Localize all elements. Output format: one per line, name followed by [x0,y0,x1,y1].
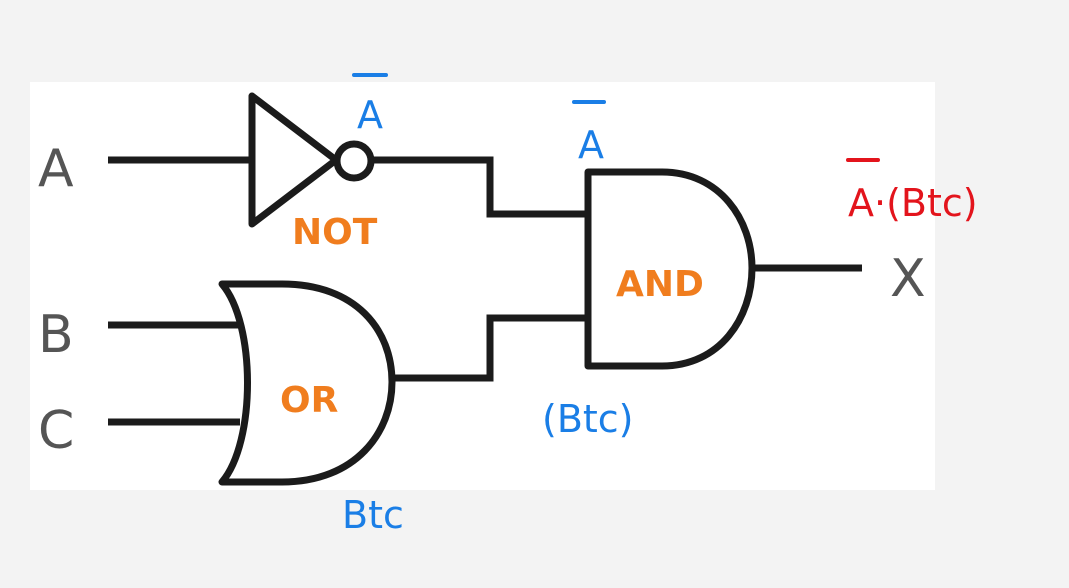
or-output-annotation: Btc [342,493,404,537]
input-b-label: B [38,305,74,365]
and-input-bottom-annotation: (Btc) [542,397,634,441]
and-gate-icon [584,168,756,370]
or-gate-icon [218,280,396,486]
or-gate-label: OR [280,380,338,421]
not-gate-icon [248,92,340,228]
output-x-label: X [890,249,926,309]
input-a-label: A [38,139,74,199]
input-c-label: C [38,401,74,461]
wire-not-to-and [372,156,592,218]
and-input-top-annotation: A [578,123,604,167]
not-output-annotation: A [357,93,383,137]
result-annotation: A·(Btc) [848,181,978,225]
wire-or-to-and [392,314,592,382]
not-gate-label: NOT [292,212,378,253]
and-gate-label: AND [616,264,704,305]
not-bubble-icon [333,140,375,182]
